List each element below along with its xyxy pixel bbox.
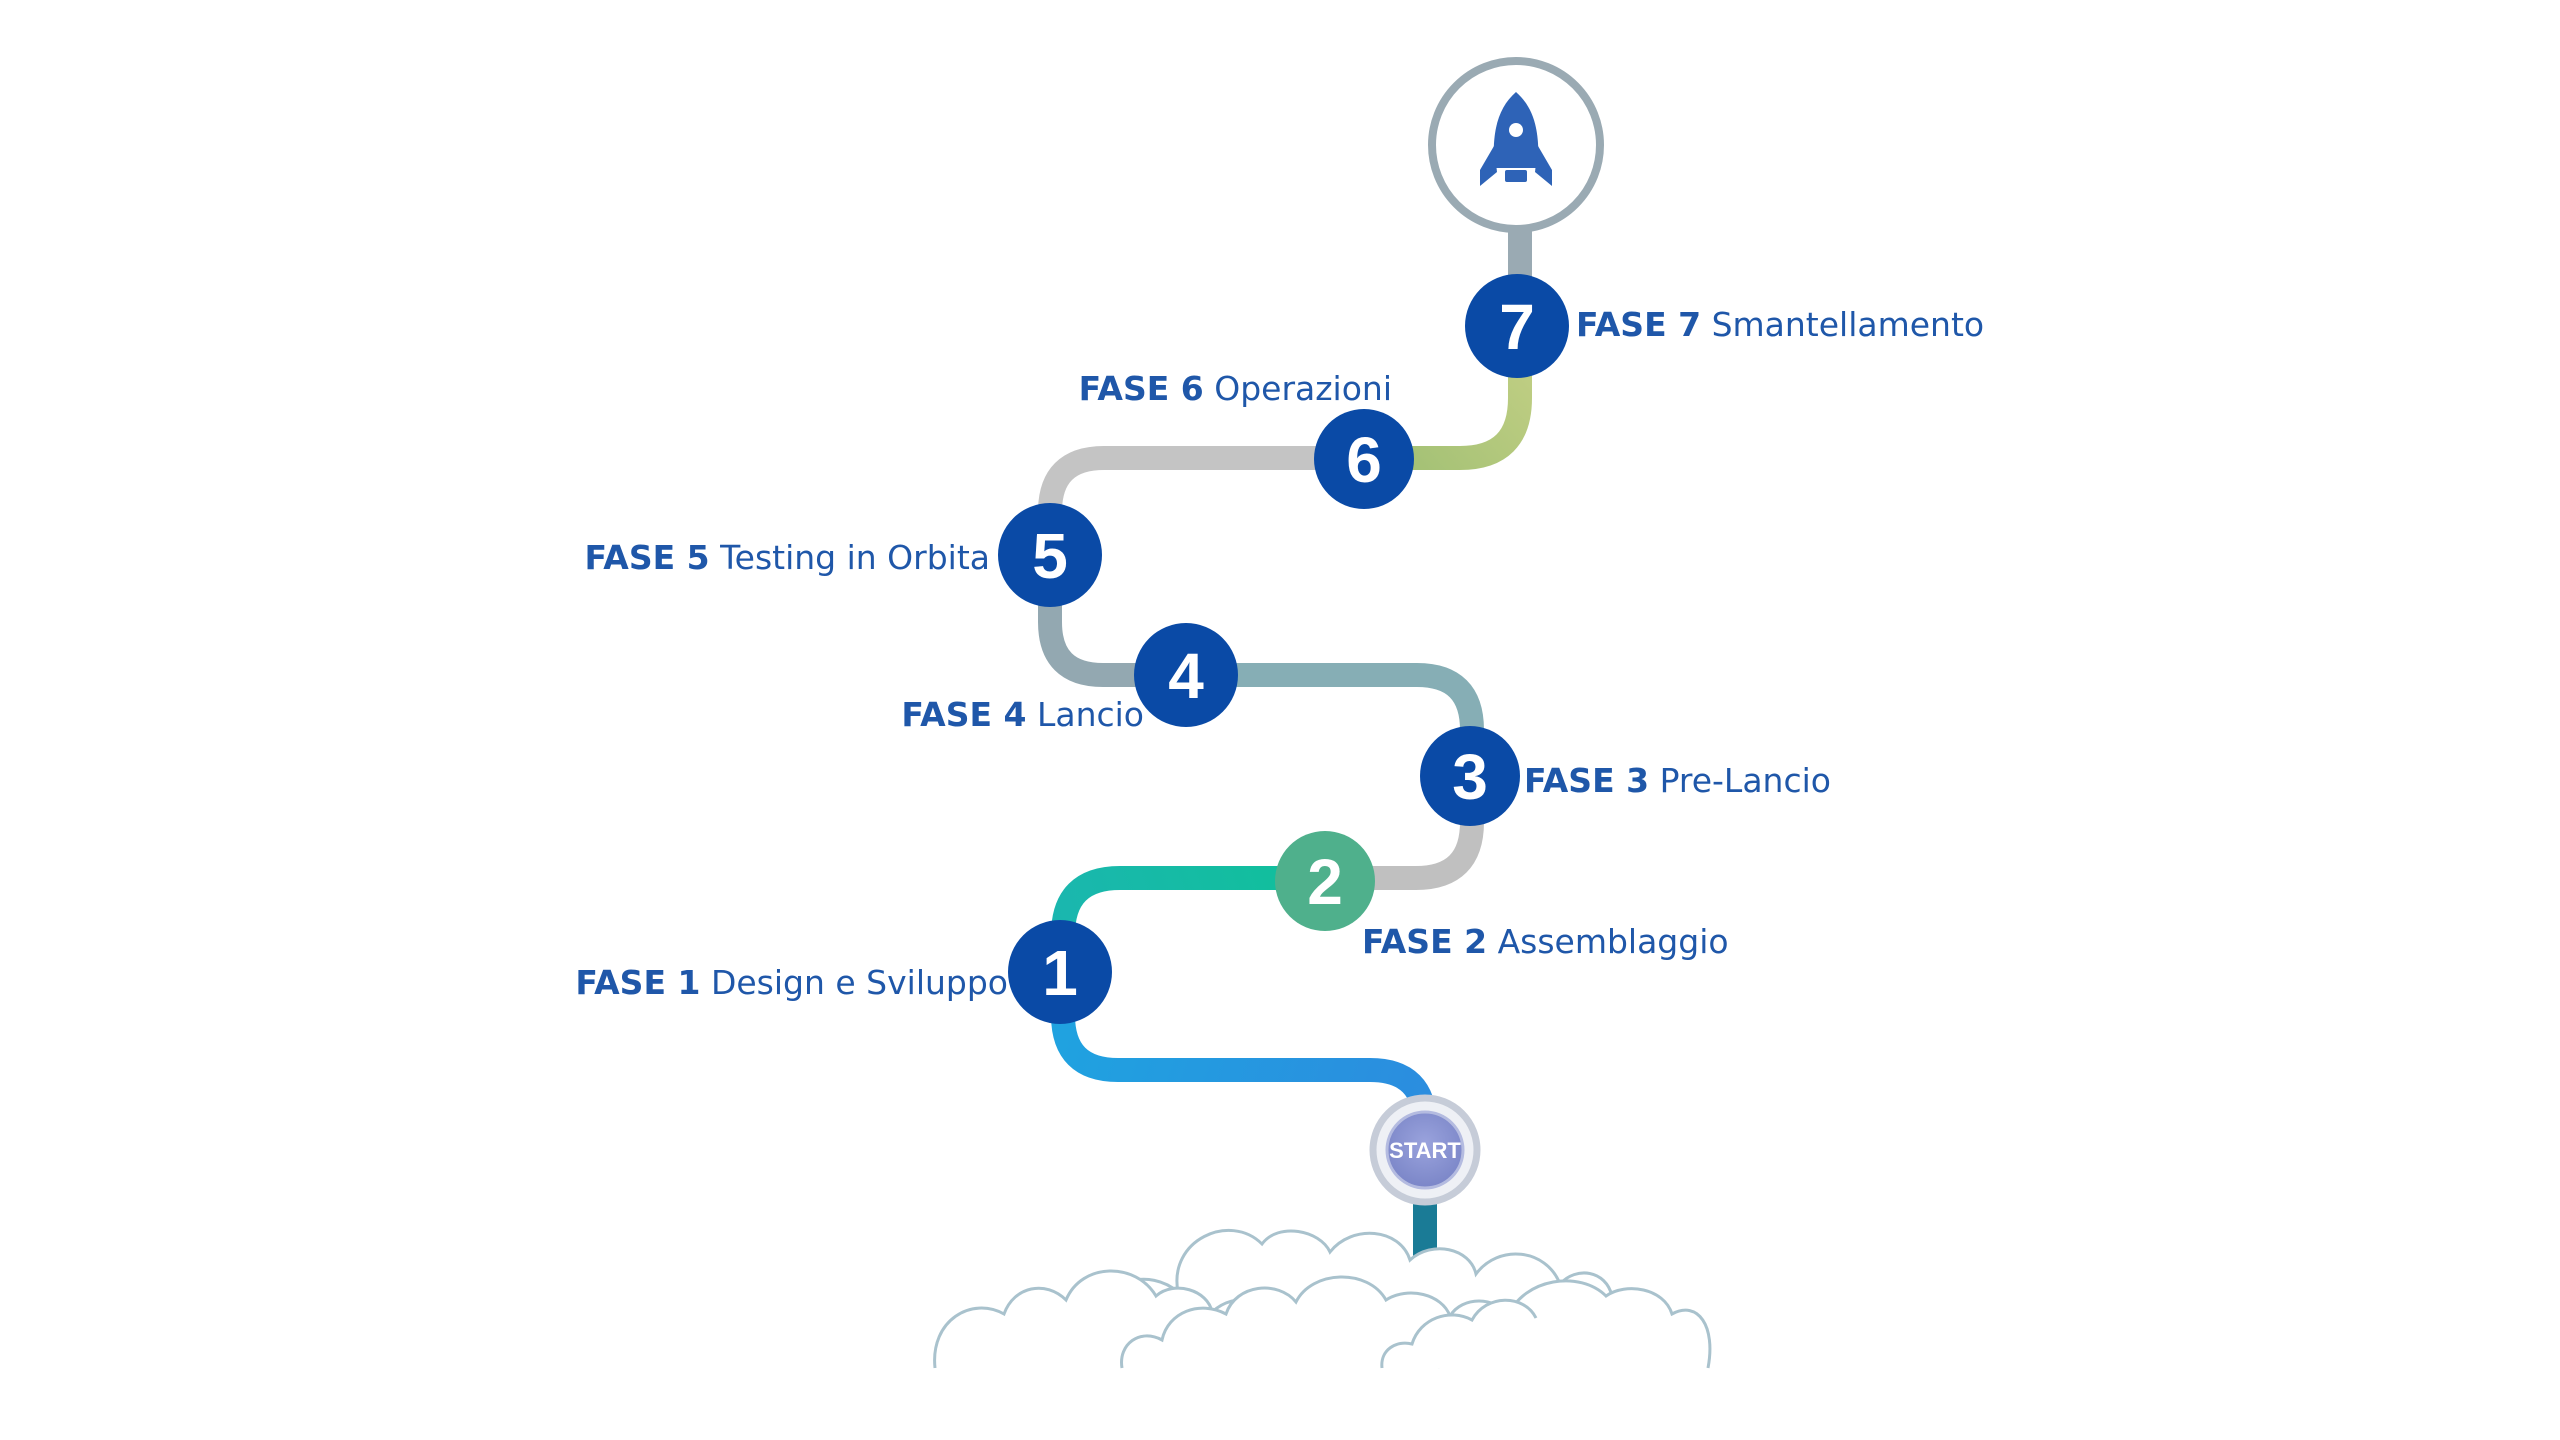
road-segment-2-to-3 <box>1313 766 1484 890</box>
phase-badge-circle <box>1134 623 1238 727</box>
phase-label-prefix: FASE 4 <box>901 695 1026 734</box>
start-badge <box>1385 1110 1465 1190</box>
phase-badge-circle <box>1275 831 1375 931</box>
phase-label-prefix: FASE 1 <box>575 963 700 1002</box>
phase-badge-number: 7 <box>1499 291 1535 363</box>
road-segment-start-to-1 <box>1051 963 1437 1162</box>
phase-badge-circle <box>1008 920 1112 1024</box>
phase-badge-number: 5 <box>1032 520 1068 592</box>
road-segment-6-to-7 <box>1353 318 1532 470</box>
phase-badge-circle <box>998 503 1102 607</box>
phase-label-name: Design e Sviluppo <box>711 963 1008 1002</box>
phase-badge-number: 4 <box>1168 640 1204 712</box>
phase-badge-7: 7 <box>1465 274 1569 378</box>
phase-label-6: FASE 6 Operazioni <box>1079 369 1392 408</box>
phase-badge-circle <box>1314 409 1414 509</box>
phase-label-prefix: FASE 6 <box>1079 369 1204 408</box>
start-marker: START <box>1369 1094 1481 1206</box>
phase-badge-number: 1 <box>1042 937 1078 1009</box>
road-segment-4-to-5 <box>1038 544 1199 687</box>
phase-badge-6: 6 <box>1314 409 1414 509</box>
phase-label-prefix: FASE 5 <box>585 538 710 577</box>
phase-label-prefix: FASE 7 <box>1576 305 1701 344</box>
phase-badge-2: 2 <box>1275 831 1375 931</box>
phase-badge-number: 2 <box>1307 846 1343 918</box>
phase-label-name: Smantellamento <box>1712 305 1985 344</box>
cloud-right <box>1120 1275 1712 1369</box>
start-label: START <box>1389 1138 1461 1163</box>
phase-label-prefix: FASE 2 <box>1362 922 1487 961</box>
phase-label-1: FASE 1 Design e Sviluppo <box>575 963 1008 1002</box>
phase-label-2: FASE 2 Assemblaggio <box>1362 922 1729 961</box>
phase-label-name: Operazioni <box>1214 369 1392 408</box>
clouds <box>933 1228 1712 1369</box>
phase-label-name: Lancio <box>1037 695 1144 734</box>
phase-label-5: FASE 5 Testing in Orbita <box>585 538 990 577</box>
rocket-goal <box>1428 57 1604 233</box>
phase-badge-1: 1 <box>1008 920 1112 1024</box>
phase-badge-circle <box>1420 726 1520 826</box>
phase-label-name: Testing in Orbita <box>719 538 990 577</box>
phase-label-name: Assemblaggio <box>1498 922 1729 961</box>
cloud-front <box>1380 1298 1538 1369</box>
phase-badge-5: 5 <box>998 503 1102 607</box>
phase-label-name: Pre-Lancio <box>1660 761 1831 800</box>
phase-badge-3: 3 <box>1420 726 1520 826</box>
phase-label-prefix: FASE 3 <box>1524 761 1649 800</box>
phase-label-7: FASE 7 Smantellamento <box>1576 305 1984 344</box>
rocket-icon <box>1480 92 1552 186</box>
phase-label-4: FASE 4 Lancio <box>901 695 1144 734</box>
phase-badge-number: 3 <box>1452 741 1488 813</box>
phase-badge-circle <box>1465 274 1569 378</box>
phase-badge-4: 4 <box>1134 623 1238 727</box>
phase-badge-number: 6 <box>1346 424 1382 496</box>
phase-label-3: FASE 3 Pre-Lancio <box>1524 761 1831 800</box>
